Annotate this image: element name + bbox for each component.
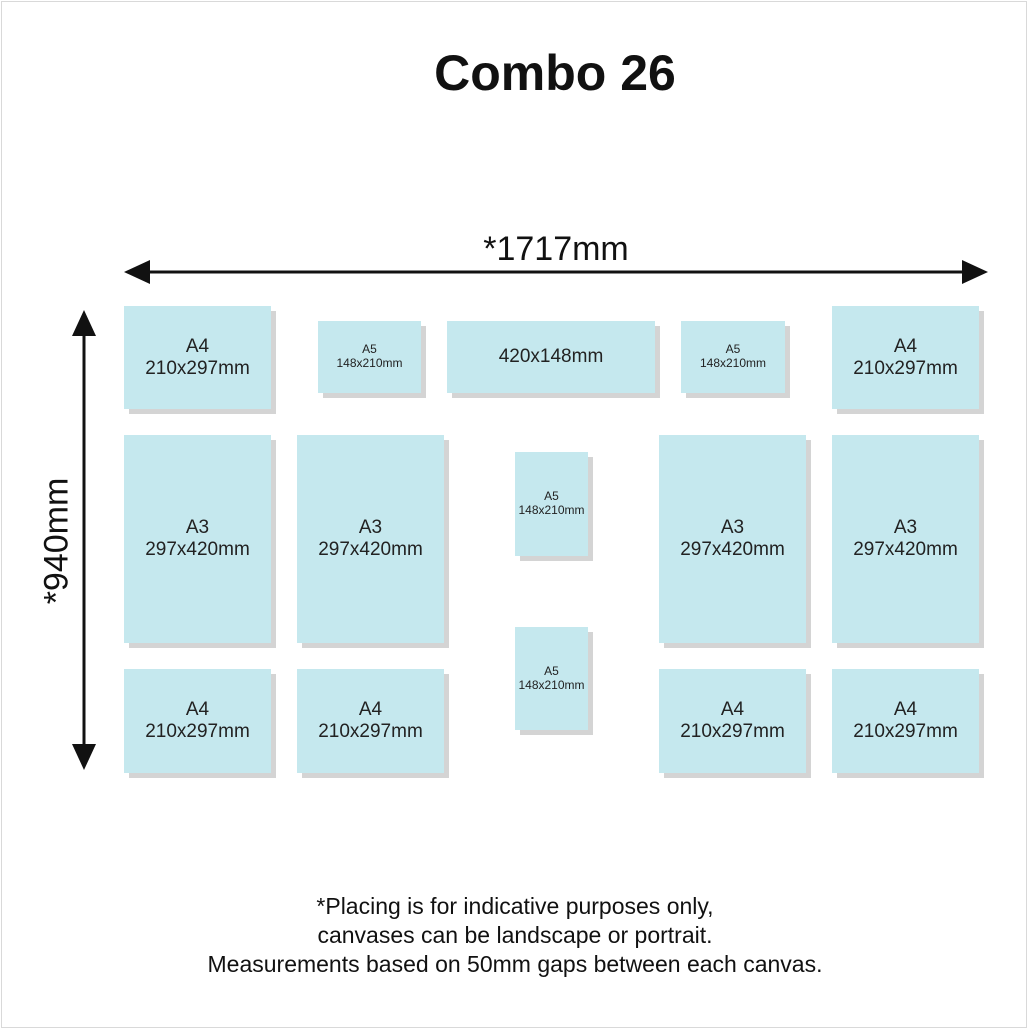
canvas-size: A5 — [544, 663, 559, 678]
canvas-dims: 148x210mm — [699, 356, 767, 370]
canvas-size: A4 — [185, 699, 210, 721]
canvas-a4: A4 210x297mm — [832, 306, 979, 409]
canvas-dims: 148x210mm — [518, 503, 585, 517]
total-height-label: *940mm — [37, 477, 76, 605]
canvas-dims: 210x297mm — [853, 721, 958, 742]
canvas-dims: 210x297mm — [145, 721, 250, 742]
canvas-dims: 297x420mm — [853, 539, 958, 560]
canvas-size: A5 — [362, 342, 377, 357]
canvas-a5: A5 148x210mm — [515, 627, 588, 730]
canvas-a4: A4 210x297mm — [124, 306, 271, 409]
arrow-up-head-icon — [72, 310, 96, 336]
canvas-size: A3 — [720, 517, 745, 539]
canvas-a4: A4 210x297mm — [659, 669, 806, 773]
canvas-dims: 210x297mm — [318, 721, 423, 742]
canvas-size: A4 — [185, 335, 210, 357]
canvas-size: A3 — [893, 517, 918, 539]
canvas-dims: 148x210mm — [336, 356, 403, 370]
canvas-dims: 297x420mm — [318, 539, 423, 560]
diagram-title: Combo 26 — [434, 45, 676, 101]
canvas-size: A4 — [893, 335, 918, 357]
canvas-dims: 297x420mm — [145, 539, 250, 560]
canvas-a4: A4 210x297mm — [832, 669, 979, 773]
canvas-dims: 210x297mm — [853, 357, 958, 379]
canvas-a3: A3 297x420mm — [659, 435, 806, 643]
canvas-size: A5 — [725, 342, 741, 357]
canvas-size: A3 — [185, 517, 210, 539]
canvas-a5: A5 148x210mm — [318, 321, 421, 393]
note-line: canvases can be landscape or portrait. — [317, 922, 713, 948]
note-line: *Placing is for indicative purposes only… — [316, 893, 714, 919]
canvas-dims: 210x297mm — [680, 721, 785, 742]
width-arrow — [124, 260, 988, 284]
disclaimer-note: *Placing is for indicative purposes only… — [0, 892, 1030, 979]
height-arrow — [72, 310, 96, 770]
canvas-dims: 420x148mm — [498, 346, 604, 368]
arrow-left-head-icon — [124, 260, 150, 284]
canvas-dims: 148x210mm — [518, 677, 585, 692]
arrow-right-head-icon — [962, 260, 988, 284]
canvas-a3: A3 297x420mm — [832, 435, 979, 643]
canvas-a3: A3 297x420mm — [297, 435, 444, 643]
canvas-size: A4 — [720, 699, 745, 721]
canvas-a4: A4 210x297mm — [124, 669, 271, 773]
arrow-down-head-icon — [72, 744, 96, 770]
canvas-a5: A5 148x210mm — [681, 321, 785, 393]
canvas-size: A5 — [544, 489, 559, 504]
canvas-dims: 297x420mm — [680, 539, 785, 560]
canvas-a3: A3 297x420mm — [124, 435, 271, 643]
canvas-landscape: 420x148mm — [447, 321, 655, 393]
canvas-size: A4 — [358, 699, 383, 721]
total-width-label: *1717mm — [483, 230, 629, 268]
canvas-a4: A4 210x297mm — [297, 669, 444, 773]
canvas-dims: 210x297mm — [145, 357, 250, 379]
note-line: Measurements based on 50mm gaps between … — [207, 951, 823, 977]
canvas-size: A3 — [358, 517, 383, 539]
canvas-size: A4 — [893, 699, 918, 721]
canvas-a5: A5 148x210mm — [515, 452, 588, 556]
